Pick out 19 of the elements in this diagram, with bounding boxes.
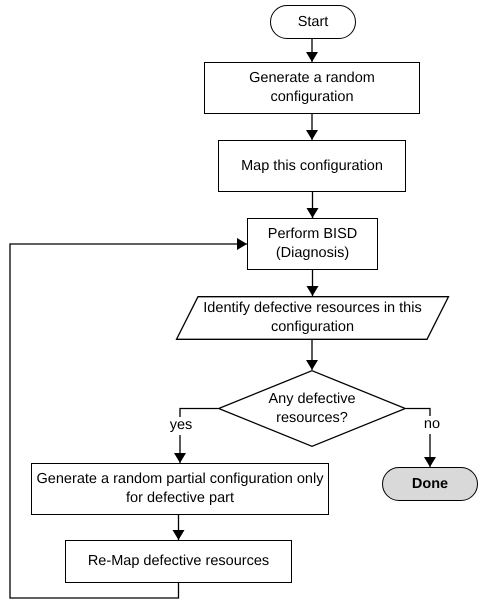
- edge-label: yes: [168, 417, 194, 435]
- process-box: Re-Map defective resources: [65, 540, 292, 583]
- arrow: [406, 408, 436, 467]
- arrow: [306, 340, 318, 370]
- arrow: [9, 238, 247, 599]
- arrow: [306, 192, 318, 218]
- arrow: [172, 515, 184, 540]
- process-box: Generate a random configuration: [204, 62, 420, 114]
- end-terminator: Done: [382, 467, 478, 501]
- process-box: Map this configuration: [218, 140, 406, 192]
- process-box: Perform BISD (Diagnosis): [247, 218, 378, 270]
- arrow: [306, 39, 318, 62]
- data-parallelogram: Identify defective resources in this configuration: [176, 296, 449, 340]
- edge-label: no: [422, 416, 442, 434]
- decision-diamond: Any defective resources?: [218, 370, 406, 447]
- process-box: Generate a random partial configuration only for defective part: [31, 463, 329, 515]
- arrow: [306, 270, 318, 296]
- arrow: [306, 114, 318, 140]
- start-terminator: Start: [270, 5, 356, 39]
